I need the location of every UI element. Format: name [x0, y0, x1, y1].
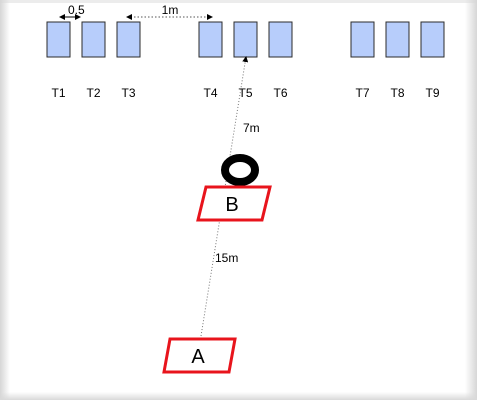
tire-icon — [221, 154, 259, 186]
target-3-box — [116, 21, 141, 58]
small-gap-label: 0.5 — [68, 3, 85, 17]
frame-edge-top — [0, 0, 477, 3]
position-a-label: A — [191, 346, 205, 368]
target-6-box — [268, 21, 293, 58]
target-5-label: T5 — [238, 86, 252, 100]
targets-row: T1 T2 T3 T4 T5 T6 T7 T8 T9 — [46, 21, 445, 100]
target-5-box — [233, 21, 258, 58]
target-1-box — [46, 21, 71, 58]
frame-edge-right — [465, 0, 477, 400]
group-gap-label: 1m — [162, 3, 179, 17]
target-8-label: T8 — [390, 86, 404, 100]
position-b-label: B — [225, 194, 238, 216]
target-9-label: T9 — [425, 86, 439, 100]
small-gap-dimension: 0.5 — [59, 3, 85, 20]
position-b: B — [196, 185, 272, 222]
target-2-box — [81, 21, 106, 58]
target-7-box — [350, 21, 375, 58]
target-7-label: T7 — [355, 86, 369, 100]
target-1-label: T1 — [51, 86, 65, 100]
distance-b-to-target-label: 7m — [243, 121, 260, 135]
position-a: A — [162, 337, 237, 374]
target-4-label: T4 — [203, 86, 217, 100]
group-gap-dimension: 1m — [126, 3, 213, 20]
frame-edge-bottom — [0, 392, 477, 400]
frame-edge-left — [0, 0, 10, 400]
target-8-box — [385, 21, 410, 58]
position-b-box — [196, 185, 272, 222]
target-3-label: T3 — [121, 86, 135, 100]
distance-a-to-b-label: 15m — [215, 251, 238, 265]
position-a-box — [162, 337, 237, 374]
target-2-label: T2 — [86, 86, 100, 100]
target-4-box — [198, 21, 223, 58]
target-9-box — [420, 21, 445, 58]
target-6-label: T6 — [273, 86, 287, 100]
